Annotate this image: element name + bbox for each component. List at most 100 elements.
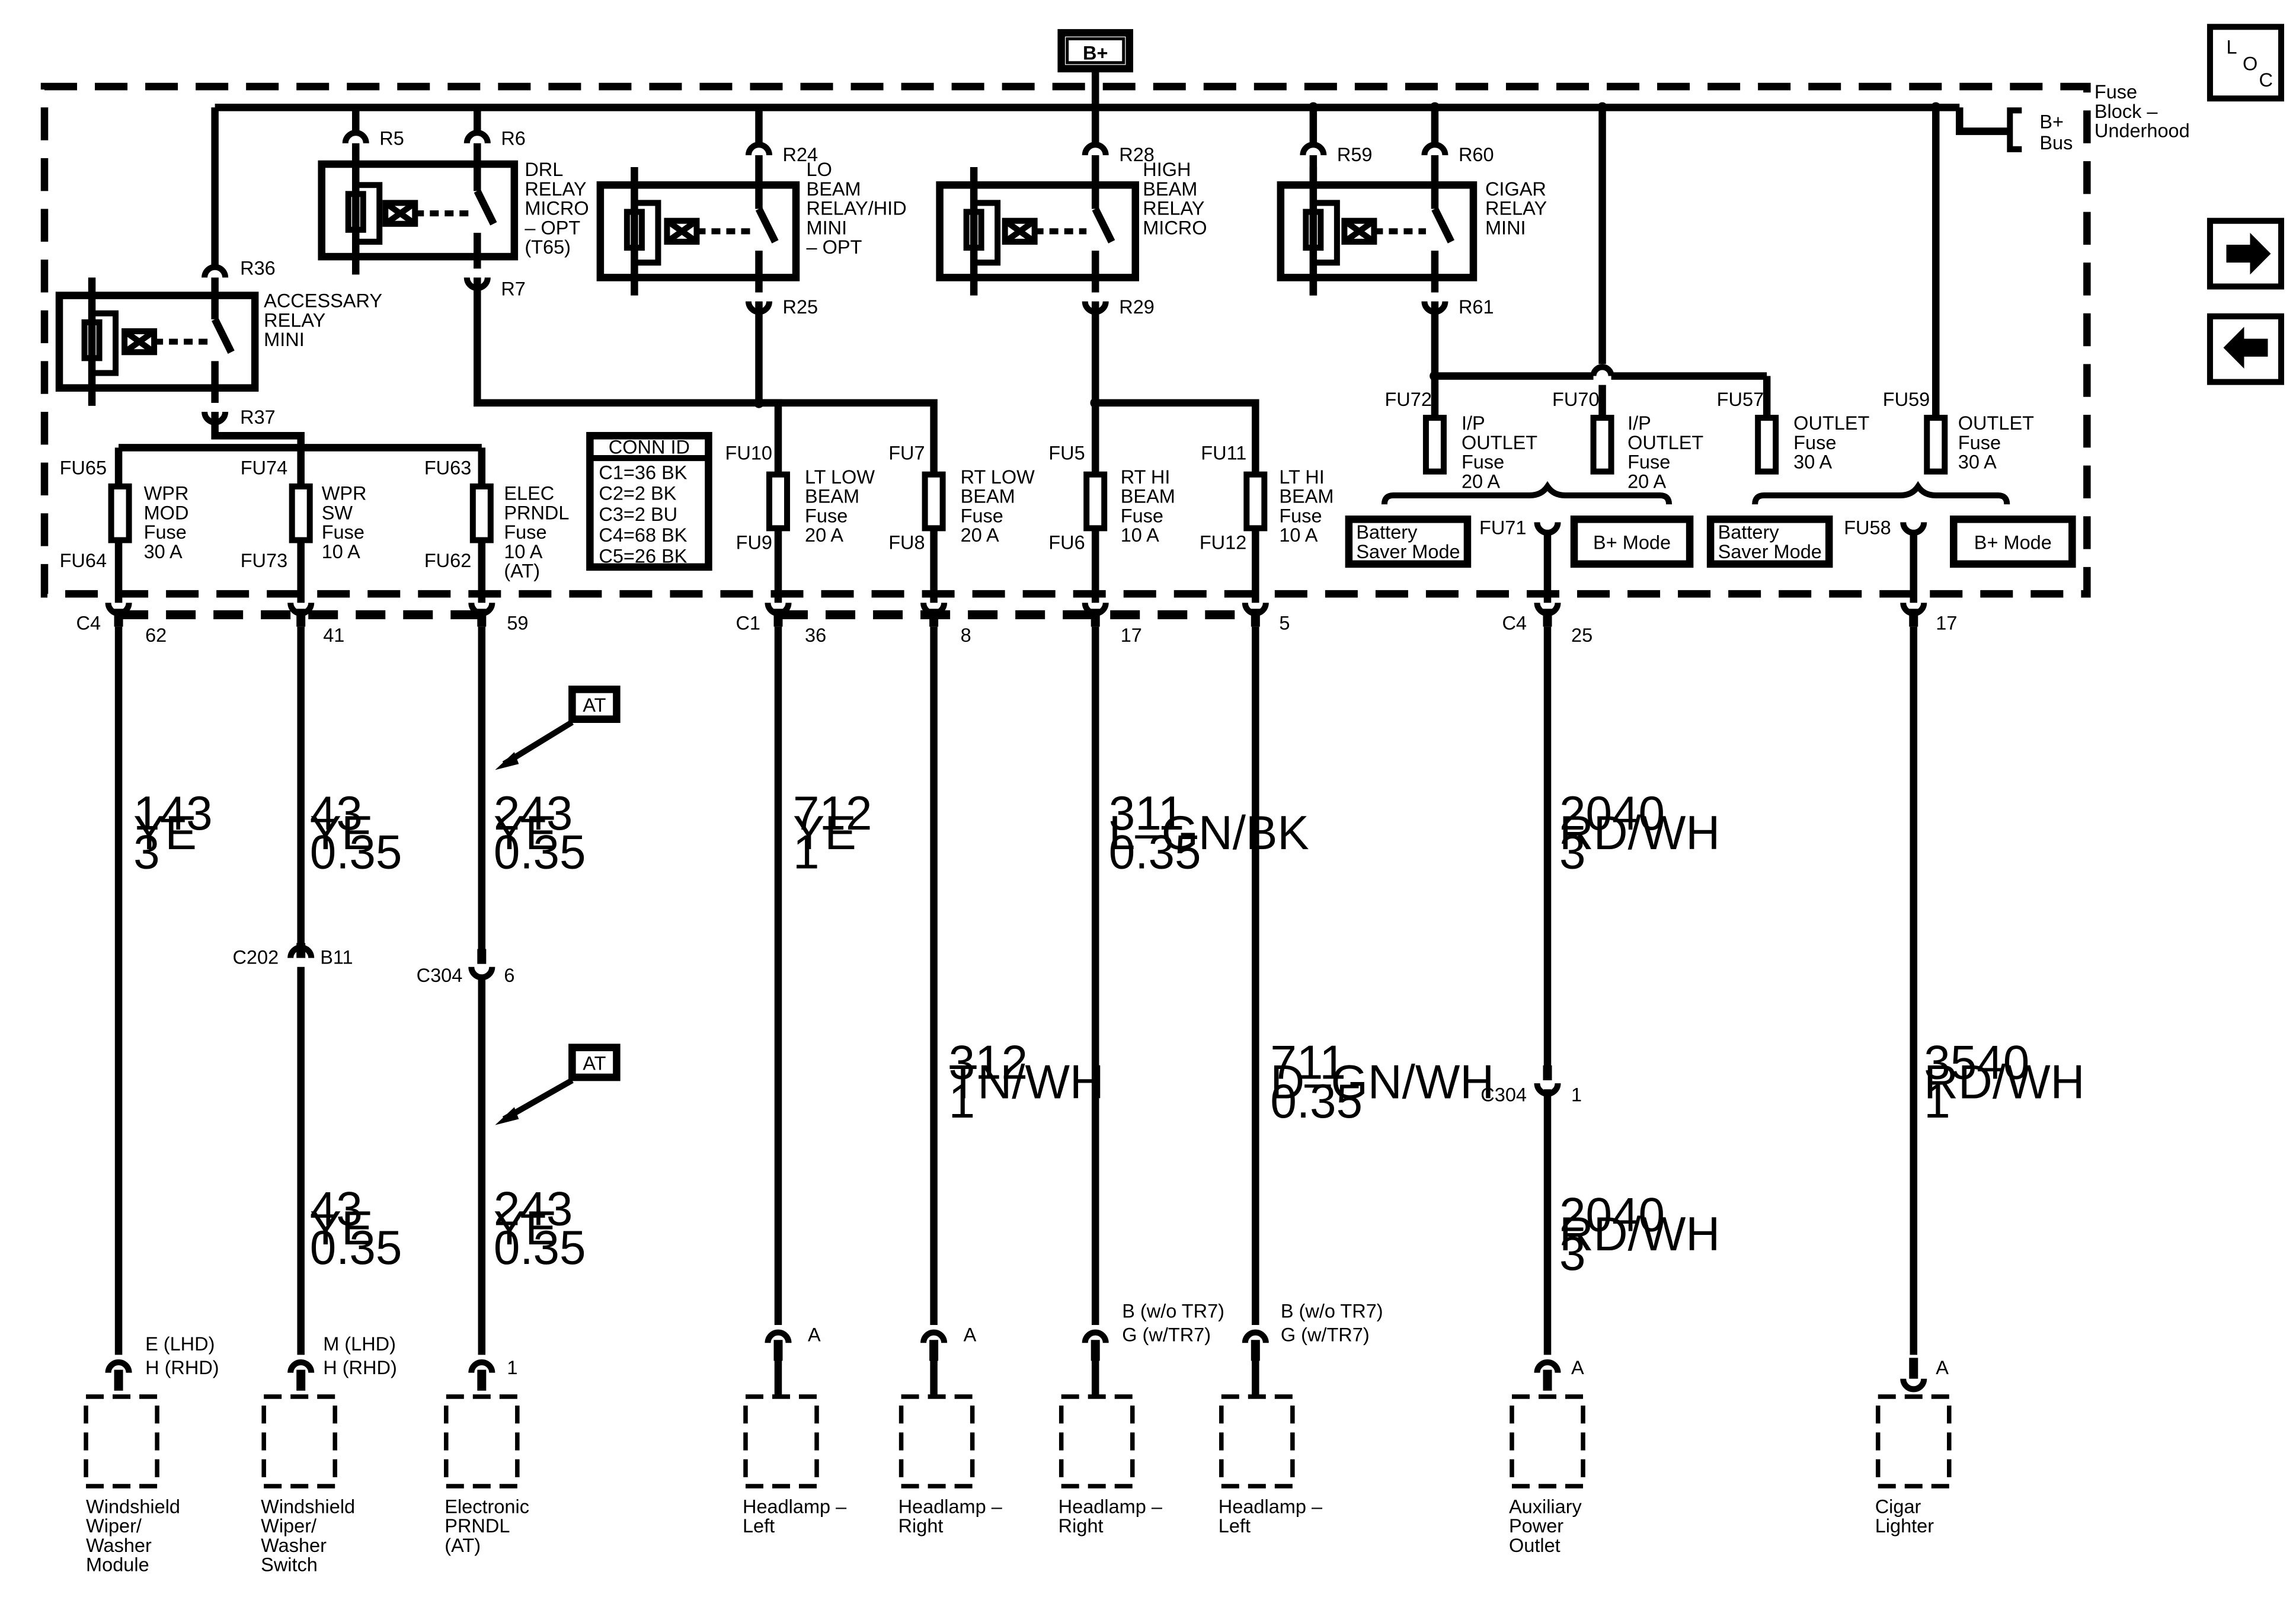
component-wiper-switch: M (LHD) H (RHD) Windshield Wiper/ Washer…: [261, 1333, 397, 1576]
fuse-rt-hi-beam: FU5 FU6 RT HI BEAM Fuse 10 A: [1048, 441, 1175, 603]
svg-text:25: 25: [1571, 624, 1593, 646]
svg-text:RD/WH: RD/WH: [1559, 806, 1720, 860]
svg-text:BEAM: BEAM: [1143, 178, 1197, 200]
loc-button[interactable]: L O C: [2207, 24, 2284, 102]
svg-text:Fuse: Fuse: [1462, 451, 1504, 473]
svg-text:AT: AT: [583, 694, 606, 716]
svg-text:E (LHD): E (LHD): [145, 1333, 215, 1355]
svg-text:C2=2 BK: C2=2 BK: [599, 482, 676, 504]
svg-text:3540: 3540: [1924, 1036, 2029, 1089]
svg-text:B (w/o TR7): B (w/o TR7): [1281, 1299, 1383, 1321]
svg-text:Fuse: Fuse: [961, 504, 1003, 526]
svg-text:FU6: FU6: [1048, 532, 1085, 553]
svg-text:Fuse: Fuse: [322, 521, 364, 543]
svg-text:PRNDL: PRNDL: [445, 1515, 510, 1537]
svg-text:711: 711: [1270, 1036, 1346, 1089]
component-electronic-prndl: 1 Electronic PRNDL (AT): [444, 1356, 529, 1556]
svg-text:OUTLET: OUTLET: [1462, 431, 1537, 453]
fuse-wpr-sw: FU74 FU73 WPR SW Fuse 10 A: [241, 442, 367, 603]
svg-text:312: 312: [949, 1036, 1028, 1089]
svg-text:TN/WH: TN/WH: [949, 1055, 1104, 1109]
svg-text:Left: Left: [743, 1515, 775, 1537]
at-tag-2: AT: [495, 1044, 621, 1125]
svg-text:C1: C1: [736, 612, 760, 634]
svg-text:R28: R28: [1119, 143, 1155, 165]
svg-text:LT HI: LT HI: [1279, 466, 1324, 488]
svg-text:R6: R6: [501, 127, 526, 149]
svg-text:1: 1: [1924, 1075, 1950, 1128]
svg-text:Saver Mode: Saver Mode: [1356, 540, 1460, 562]
inline-c304-a: C304 6: [417, 949, 514, 986]
svg-text:RT HI: RT HI: [1121, 466, 1171, 488]
svg-text:10 A: 10 A: [322, 540, 360, 562]
fuse-outlet-2: FU59 OUTLET Fuse 30 A: [1883, 388, 2034, 475]
svg-text:712: 712: [793, 787, 872, 840]
svg-text:MOD: MOD: [144, 501, 189, 523]
svg-text:FU5: FU5: [1048, 441, 1085, 463]
svg-text:(AT): (AT): [504, 559, 540, 581]
arrow-left-icon[interactable]: [2207, 313, 2284, 385]
svg-text:17: 17: [1936, 612, 1957, 634]
svg-text:43: 43: [310, 1182, 363, 1235]
at-tag-1: AT: [495, 686, 621, 770]
svg-text:BEAM: BEAM: [961, 485, 1015, 507]
svg-text:L–GN/BK: L–GN/BK: [1109, 806, 1309, 860]
svg-text:Auxiliary: Auxiliary: [1509, 1495, 1582, 1517]
svg-text:D–GN/WH: D–GN/WH: [1270, 1055, 1494, 1109]
svg-text:C304: C304: [1480, 1083, 1527, 1105]
svg-text:Battery: Battery: [1356, 521, 1418, 543]
svg-text:0.35: 0.35: [310, 1221, 402, 1275]
svg-text:C1=36 BK: C1=36 BK: [599, 461, 687, 483]
svg-text:(T65): (T65): [525, 236, 571, 258]
svg-text:MICRO: MICRO: [525, 197, 589, 219]
svg-text:FU57: FU57: [1717, 388, 1764, 410]
svg-text:10 A: 10 A: [1279, 524, 1318, 546]
svg-text:30 A: 30 A: [144, 540, 183, 562]
svg-text:Fuse: Fuse: [144, 521, 187, 543]
svg-text:R7: R7: [501, 277, 526, 299]
svg-text:R24: R24: [783, 143, 818, 165]
svg-text:C: C: [2259, 69, 2272, 91]
component-auxiliary-power-outlet: A Auxiliary Power Outlet: [1509, 1356, 1585, 1556]
svg-text:C5=26 BK: C5=26 BK: [599, 545, 687, 566]
svg-text:I/P: I/P: [1462, 412, 1485, 434]
svg-text:YE: YE: [133, 806, 197, 860]
svg-text:I/P: I/P: [1627, 412, 1651, 434]
svg-text:Bus: Bus: [2039, 132, 2073, 153]
svg-text:1: 1: [1571, 1083, 1582, 1105]
svg-text:Washer: Washer: [86, 1534, 152, 1556]
svg-text:YE: YE: [310, 806, 373, 860]
svg-text:G (w/TR7): G (w/TR7): [1122, 1324, 1211, 1346]
svg-text:Right: Right: [1059, 1515, 1104, 1537]
svg-text:30 A: 30 A: [1958, 451, 1997, 473]
bplus-mode-2: B+ Mode: [1950, 515, 2076, 568]
svg-text:R59: R59: [1337, 143, 1373, 165]
svg-text:B+ Mode: B+ Mode: [1593, 532, 1671, 553]
svg-text:ELEC: ELEC: [504, 482, 554, 504]
svg-text:Fuse: Fuse: [2094, 81, 2137, 103]
svg-text:30 A: 30 A: [1793, 451, 1832, 473]
svg-text:BEAM: BEAM: [1279, 485, 1334, 507]
svg-text:RD/WH: RD/WH: [1559, 1208, 1720, 1261]
svg-text:PRNDL: PRNDL: [504, 501, 569, 523]
svg-text:MICRO: MICRO: [1143, 216, 1207, 238]
svg-text:3: 3: [1559, 1227, 1586, 1281]
svg-text:RELAY: RELAY: [525, 178, 586, 200]
fuse-ip-outlet-1: FU72 I/P OUTLET Fuse 20 A: [1384, 388, 1537, 492]
svg-text:FU70: FU70: [1552, 388, 1599, 410]
inline-c202: C202 B11: [232, 943, 353, 968]
svg-text:0.35: 0.35: [1270, 1075, 1363, 1128]
component-wiper-module: E (LHD) H (RHD) Windshield Wiper/ Washer…: [84, 1333, 219, 1576]
svg-text:59: 59: [507, 612, 528, 634]
svg-text:B+: B+: [2039, 110, 2064, 132]
svg-text:H (RHD): H (RHD): [323, 1356, 397, 1378]
arrow-right-icon[interactable]: [2207, 217, 2284, 290]
svg-text:20 A: 20 A: [961, 524, 999, 546]
svg-text:FU73: FU73: [241, 549, 287, 571]
svg-text:OUTLET: OUTLET: [1627, 431, 1703, 453]
svg-text:RELAY: RELAY: [1143, 197, 1204, 219]
fuse-rt-low-beam: FU7 FU8 RT LOW BEAM Fuse 20 A: [888, 441, 1035, 603]
svg-text:C304: C304: [417, 964, 463, 986]
svg-text:O: O: [2243, 52, 2257, 74]
